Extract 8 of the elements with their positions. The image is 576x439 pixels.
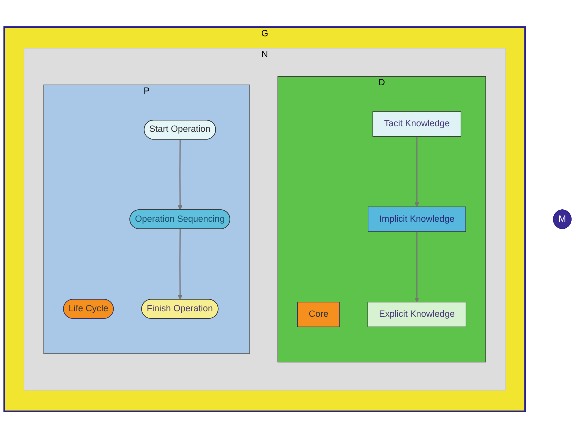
- arrow: [414, 136, 420, 208]
- arrow: [178, 140, 183, 210]
- node-box: Tacit Knowledge: [372, 112, 462, 137]
- arrow: [414, 232, 420, 303]
- arrow: [178, 229, 183, 300]
- node-box: Explicit Knowledge: [368, 302, 467, 328]
- node-box: Implicit Knowledge: [368, 206, 466, 232]
- node-box: Core: [298, 302, 340, 328]
